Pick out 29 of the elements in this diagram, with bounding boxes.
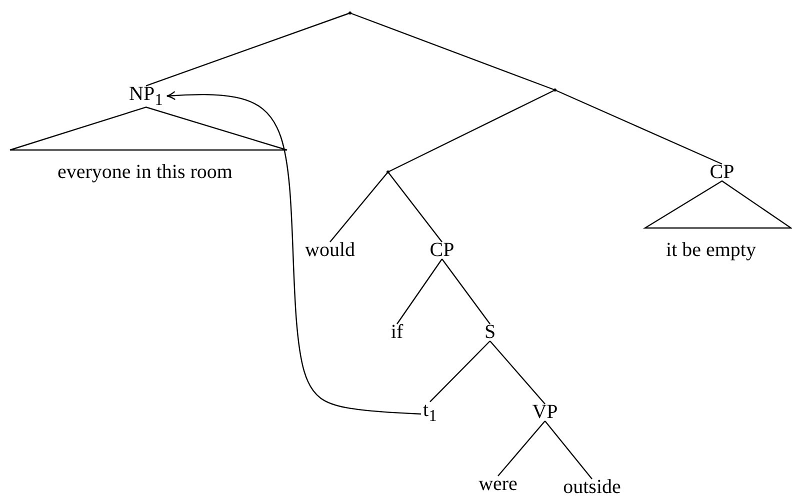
- tree-label: S: [484, 321, 496, 343]
- branch-point: [348, 12, 352, 14]
- roof-triangle: [9, 106, 288, 151]
- tree-branch: [430, 340, 490, 402]
- tree-branch: [388, 172, 442, 242]
- branch-point: [386, 170, 390, 174]
- tree-label: NP$_{1}$: [129, 82, 163, 110]
- roof-triangle: [642, 180, 792, 229]
- tree-label: outside: [563, 476, 621, 498]
- tree-label: everyone in this room: [58, 161, 232, 183]
- tree-branch: [544, 420, 592, 480]
- tree-label: CP: [430, 239, 454, 261]
- tree-label: VP: [532, 401, 558, 423]
- tree-branch: [490, 340, 546, 404]
- tree-branch: [396, 258, 442, 324]
- tree-label: were: [478, 473, 518, 495]
- tree-branch: [388, 89, 556, 173]
- tree-branch: [442, 258, 490, 324]
- tree-label: t$_{1}$: [423, 398, 437, 426]
- tree-branch: [554, 89, 722, 165]
- tree-label: it be empty: [666, 239, 756, 261]
- tree-branch: [146, 12, 350, 86]
- tree-branch: [498, 420, 546, 476]
- tree-label: if: [390, 321, 404, 343]
- tree-label: CP: [710, 161, 734, 183]
- tree-label: would: [305, 239, 355, 261]
- tree-branch: [330, 172, 388, 242]
- branch-point: [554, 88, 556, 92]
- tree-branch: [350, 12, 556, 91]
